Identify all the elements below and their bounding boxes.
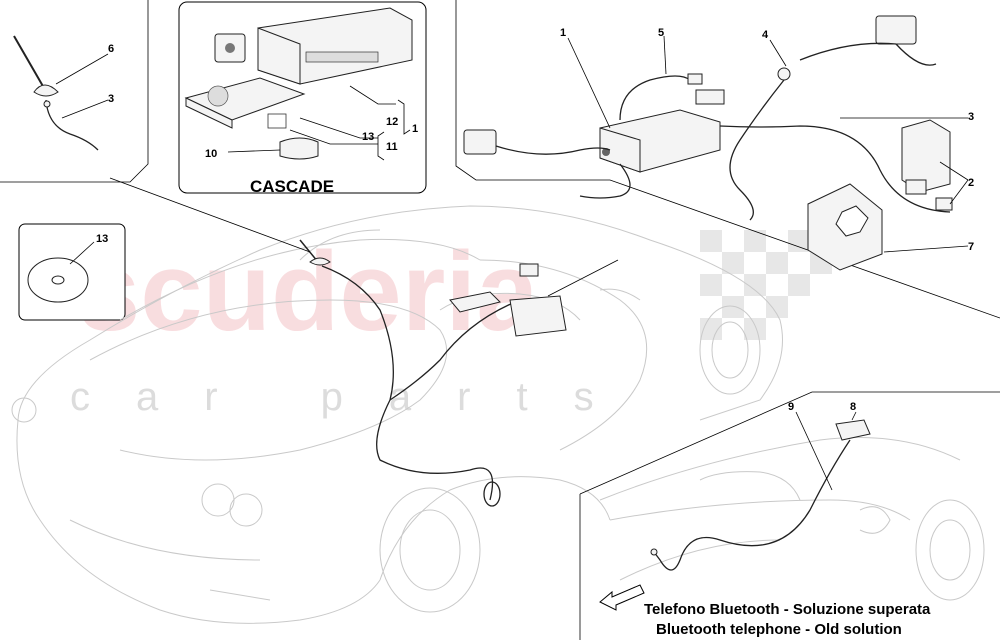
cd-panel: 13 xyxy=(18,223,126,321)
cascade-label: CASCADE xyxy=(250,177,334,196)
caption-line1: Telefono Bluetooth - Soluzione superata xyxy=(644,601,931,618)
arrow-icon xyxy=(599,584,645,611)
watermark-main: scuderia xyxy=(78,229,539,354)
callout-7: 7 xyxy=(968,241,974,253)
callout-8: 8 xyxy=(850,401,856,413)
callout-6: 6 xyxy=(108,43,114,55)
callout-1: 1 xyxy=(560,27,566,39)
caption-line2: Bluetooth telephone - Old solution xyxy=(656,621,902,638)
callout-4: 4 xyxy=(762,29,769,41)
callout-3: 3 xyxy=(108,93,114,105)
watermark-sub: car parts xyxy=(70,375,640,419)
callout-11: 11 xyxy=(386,141,398,153)
callout-12: 12 xyxy=(386,116,398,128)
callout-9: 9 xyxy=(788,401,794,413)
right-panel-border xyxy=(455,0,1000,319)
car-outline xyxy=(11,205,783,624)
callout-5: 5 xyxy=(658,27,664,39)
callout-3-right: 3 xyxy=(968,111,974,123)
antenna-panel: 6 3 xyxy=(0,0,149,183)
radio-kit-parts: 1 5 4 3 2 7 xyxy=(463,15,974,271)
callout-13-cascade: 13 xyxy=(362,131,374,143)
callout-10: 10 xyxy=(205,148,217,160)
watermark-checker xyxy=(700,230,832,340)
callout-13: 13 xyxy=(96,233,108,245)
callout-2: 2 xyxy=(968,177,974,189)
callout-1-cascade: 1 xyxy=(412,123,418,135)
cascade-box: 12 1 13 11 10 CASCADE xyxy=(178,1,427,196)
bluetooth-inset: 9 8 Telefono Bluetooth - Soluzione super… xyxy=(579,391,1000,640)
car-wiring xyxy=(109,177,619,507)
